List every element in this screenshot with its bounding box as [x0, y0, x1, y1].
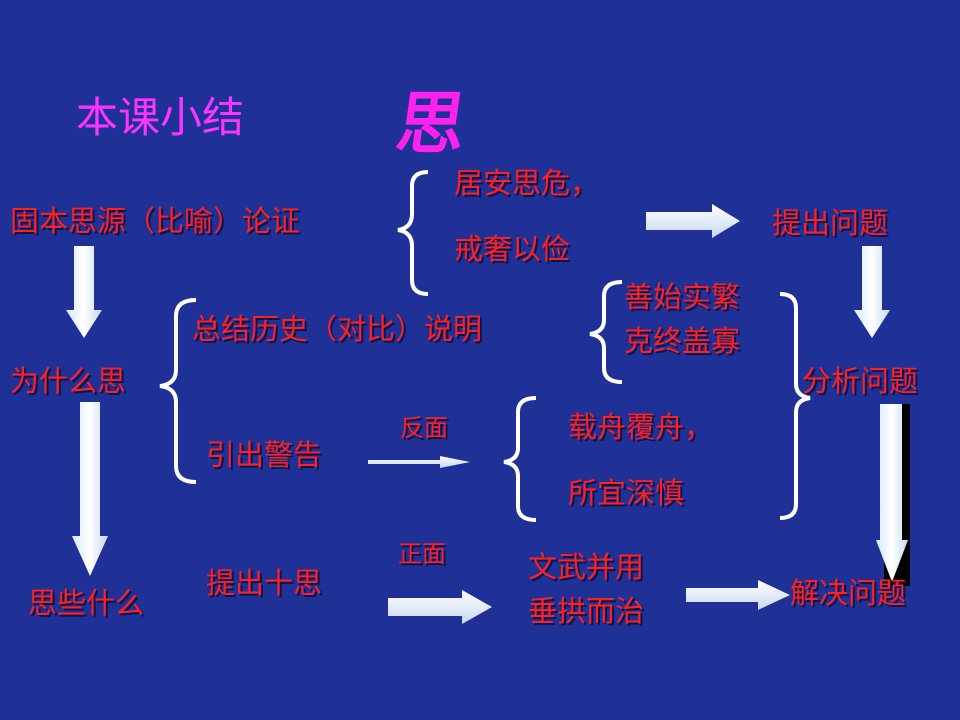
node-zai-zhou: 载舟覆舟，	[568, 410, 714, 444]
node-ti-chu-wen-ti: 提出问题	[772, 206, 889, 240]
arrow-right-1	[646, 204, 740, 238]
label-zheng-mian: 正面	[398, 540, 446, 568]
node-wen-wu: 文武并用	[528, 550, 645, 584]
node-ju-an: 居安思危，	[454, 166, 600, 200]
slide-title: 本课小结	[76, 93, 245, 142]
node-jie-jue: 解决问题	[790, 576, 907, 610]
node-zong-jie: 总结历史（对比）说明	[192, 312, 483, 346]
arrow-right-2	[368, 456, 470, 468]
brace-gu-ben	[397, 170, 429, 296]
arrow-down-2	[72, 402, 108, 576]
label-fan-mian: 反面	[400, 414, 448, 442]
arrow-down-4	[876, 404, 910, 586]
arrow-right-3	[388, 590, 492, 624]
arrow-down-3	[854, 246, 890, 338]
node-gu-ben: 固本思源（比喻）论证	[10, 204, 301, 238]
node-wei-shen-me: 为什么思	[10, 364, 127, 398]
node-yin-chu: 引出警告	[206, 438, 323, 472]
arrow-right-4	[686, 580, 790, 610]
arrow-down-1	[66, 246, 102, 338]
node-si-xie: 思些什么	[28, 586, 145, 620]
node-fen-xi: 分析问题	[802, 364, 919, 398]
node-jie-she: 戒奢以俭	[454, 232, 571, 266]
node-chui-gong: 垂拱而治	[528, 594, 645, 628]
brace-wei-shen-me	[159, 298, 197, 484]
node-suo-yi: 所宜深慎	[568, 476, 685, 510]
node-shan-shi: 善始实繁	[624, 280, 741, 314]
node-ke-zhong: 克终盖寡	[624, 324, 741, 358]
brace-shan-shi	[589, 280, 623, 384]
node-ti-chu-shi-si: 提出十思	[206, 566, 323, 600]
brace-right-fen-xi	[779, 292, 811, 520]
brace-zai-zhou	[503, 396, 537, 522]
